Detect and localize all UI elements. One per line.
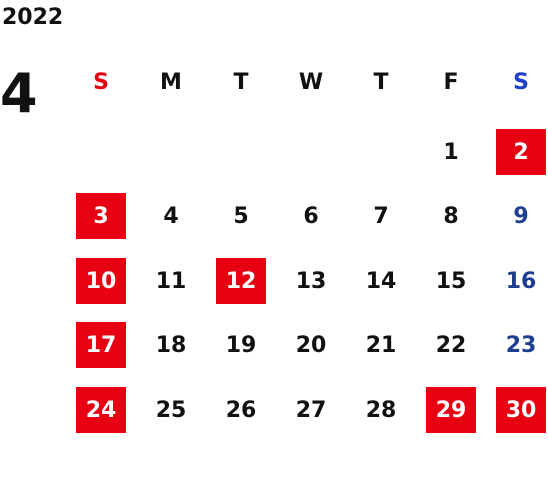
- calendar-day[interactable]: 18: [155, 332, 187, 358]
- weekday-label: W: [298, 69, 324, 95]
- calendar-day[interactable]: 4: [163, 203, 179, 229]
- calendar-day[interactable]: 6: [303, 203, 319, 229]
- calendar-day[interactable]: 1: [443, 139, 459, 165]
- weekday-label: S: [513, 69, 529, 95]
- calendar-day[interactable]: 23: [505, 332, 537, 358]
- calendar-day[interactable]: 12: [216, 258, 266, 304]
- calendar-day[interactable]: 22: [435, 332, 467, 358]
- calendar-day[interactable]: 9: [513, 203, 529, 229]
- calendar-year: 2022: [2, 5, 64, 30]
- weekday-label: M: [160, 69, 182, 95]
- calendar-day[interactable]: 27: [295, 397, 327, 423]
- calendar-day[interactable]: 16: [505, 268, 537, 294]
- calendar-day[interactable]: 8: [443, 203, 459, 229]
- calendar-day[interactable]: 19: [225, 332, 257, 358]
- calendar-day[interactable]: 28: [365, 397, 397, 423]
- calendar-day[interactable]: 26: [225, 397, 257, 423]
- calendar-day[interactable]: 24: [76, 387, 126, 433]
- calendar-day[interactable]: 30: [496, 387, 546, 433]
- calendar-day[interactable]: 2: [496, 129, 546, 175]
- calendar-day[interactable]: 21: [365, 332, 397, 358]
- calendar-day[interactable]: 7: [373, 203, 389, 229]
- calendar-day[interactable]: 10: [76, 258, 126, 304]
- calendar-day[interactable]: 13: [295, 268, 327, 294]
- weekday-label: T: [373, 69, 389, 95]
- calendar-month: 4: [0, 62, 38, 125]
- weekday-label: S: [93, 69, 109, 95]
- calendar-day[interactable]: 15: [435, 268, 467, 294]
- weekday-label: F: [443, 69, 459, 95]
- calendar-day[interactable]: 14: [365, 268, 397, 294]
- calendar-day[interactable]: 29: [426, 387, 476, 433]
- calendar-day[interactable]: 17: [76, 322, 126, 368]
- calendar-day[interactable]: 11: [155, 268, 187, 294]
- calendar-day[interactable]: 3: [76, 193, 126, 239]
- calendar-day[interactable]: 20: [295, 332, 327, 358]
- calendar-day[interactable]: 5: [233, 203, 249, 229]
- calendar-day[interactable]: 25: [155, 397, 187, 423]
- weekday-label: T: [233, 69, 249, 95]
